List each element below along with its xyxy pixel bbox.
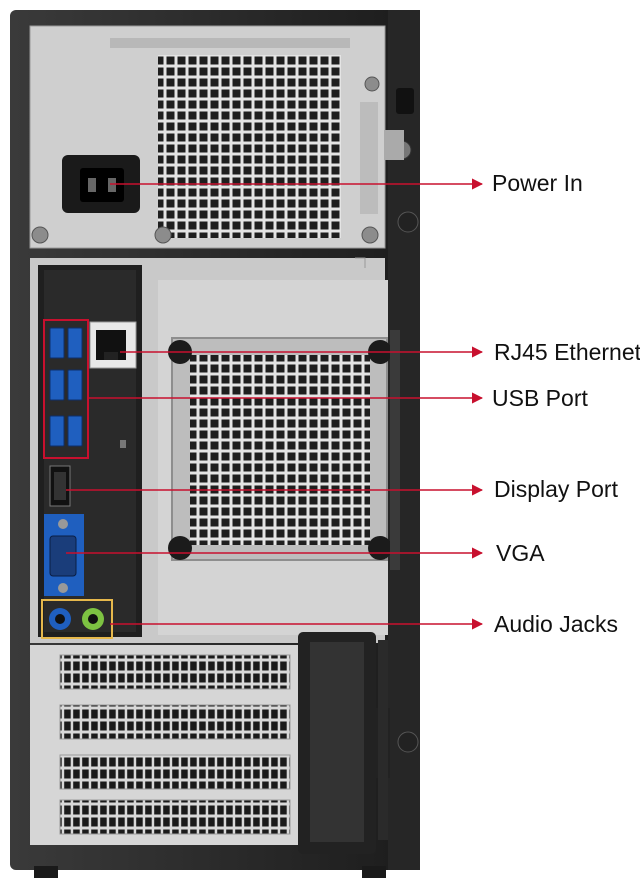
- side-screw: [397, 731, 419, 753]
- label-vga: VGA: [496, 540, 545, 566]
- expansion-slots: [59, 654, 291, 835]
- usb-ports: [49, 327, 83, 447]
- psu-screw: [361, 226, 379, 244]
- psu-screw: [31, 226, 49, 244]
- usb-port: [49, 327, 65, 359]
- fan-screw: [168, 536, 192, 560]
- usb-port-group-frame: [43, 319, 89, 459]
- usb-port: [49, 369, 65, 401]
- psu-vent-grille: [158, 55, 341, 238]
- power-inlet-socket: [80, 168, 124, 202]
- expansion-slot: [59, 654, 291, 690]
- psu-screw: [364, 76, 380, 92]
- label-usb-port: USB Port: [492, 385, 588, 411]
- psu-top-strip: [110, 38, 350, 48]
- lock-slot: [396, 88, 414, 114]
- expansion-slot: [59, 704, 291, 740]
- chassis-foot-right: [362, 866, 386, 878]
- usb-port: [67, 415, 83, 447]
- label-rj45-ethernet: RJ45 Ethernet: [494, 339, 640, 365]
- usb-port: [49, 415, 65, 447]
- side-screw: [397, 211, 419, 233]
- chassis-foot-left: [34, 866, 58, 878]
- expansion-slot: [59, 799, 291, 835]
- vga-connector: [49, 535, 77, 577]
- fan-grille: [190, 355, 370, 545]
- usb-port: [67, 369, 83, 401]
- label-power-in: Power In: [492, 170, 583, 196]
- fan-screw: [368, 536, 392, 560]
- psu-screw: [154, 226, 172, 244]
- audio-jack-frame: [41, 599, 113, 639]
- expansion-slot: [59, 754, 291, 790]
- usb-port: [67, 327, 83, 359]
- label-display-port: Display Port: [494, 476, 618, 502]
- label-audio-jacks: Audio Jacks: [494, 611, 619, 637]
